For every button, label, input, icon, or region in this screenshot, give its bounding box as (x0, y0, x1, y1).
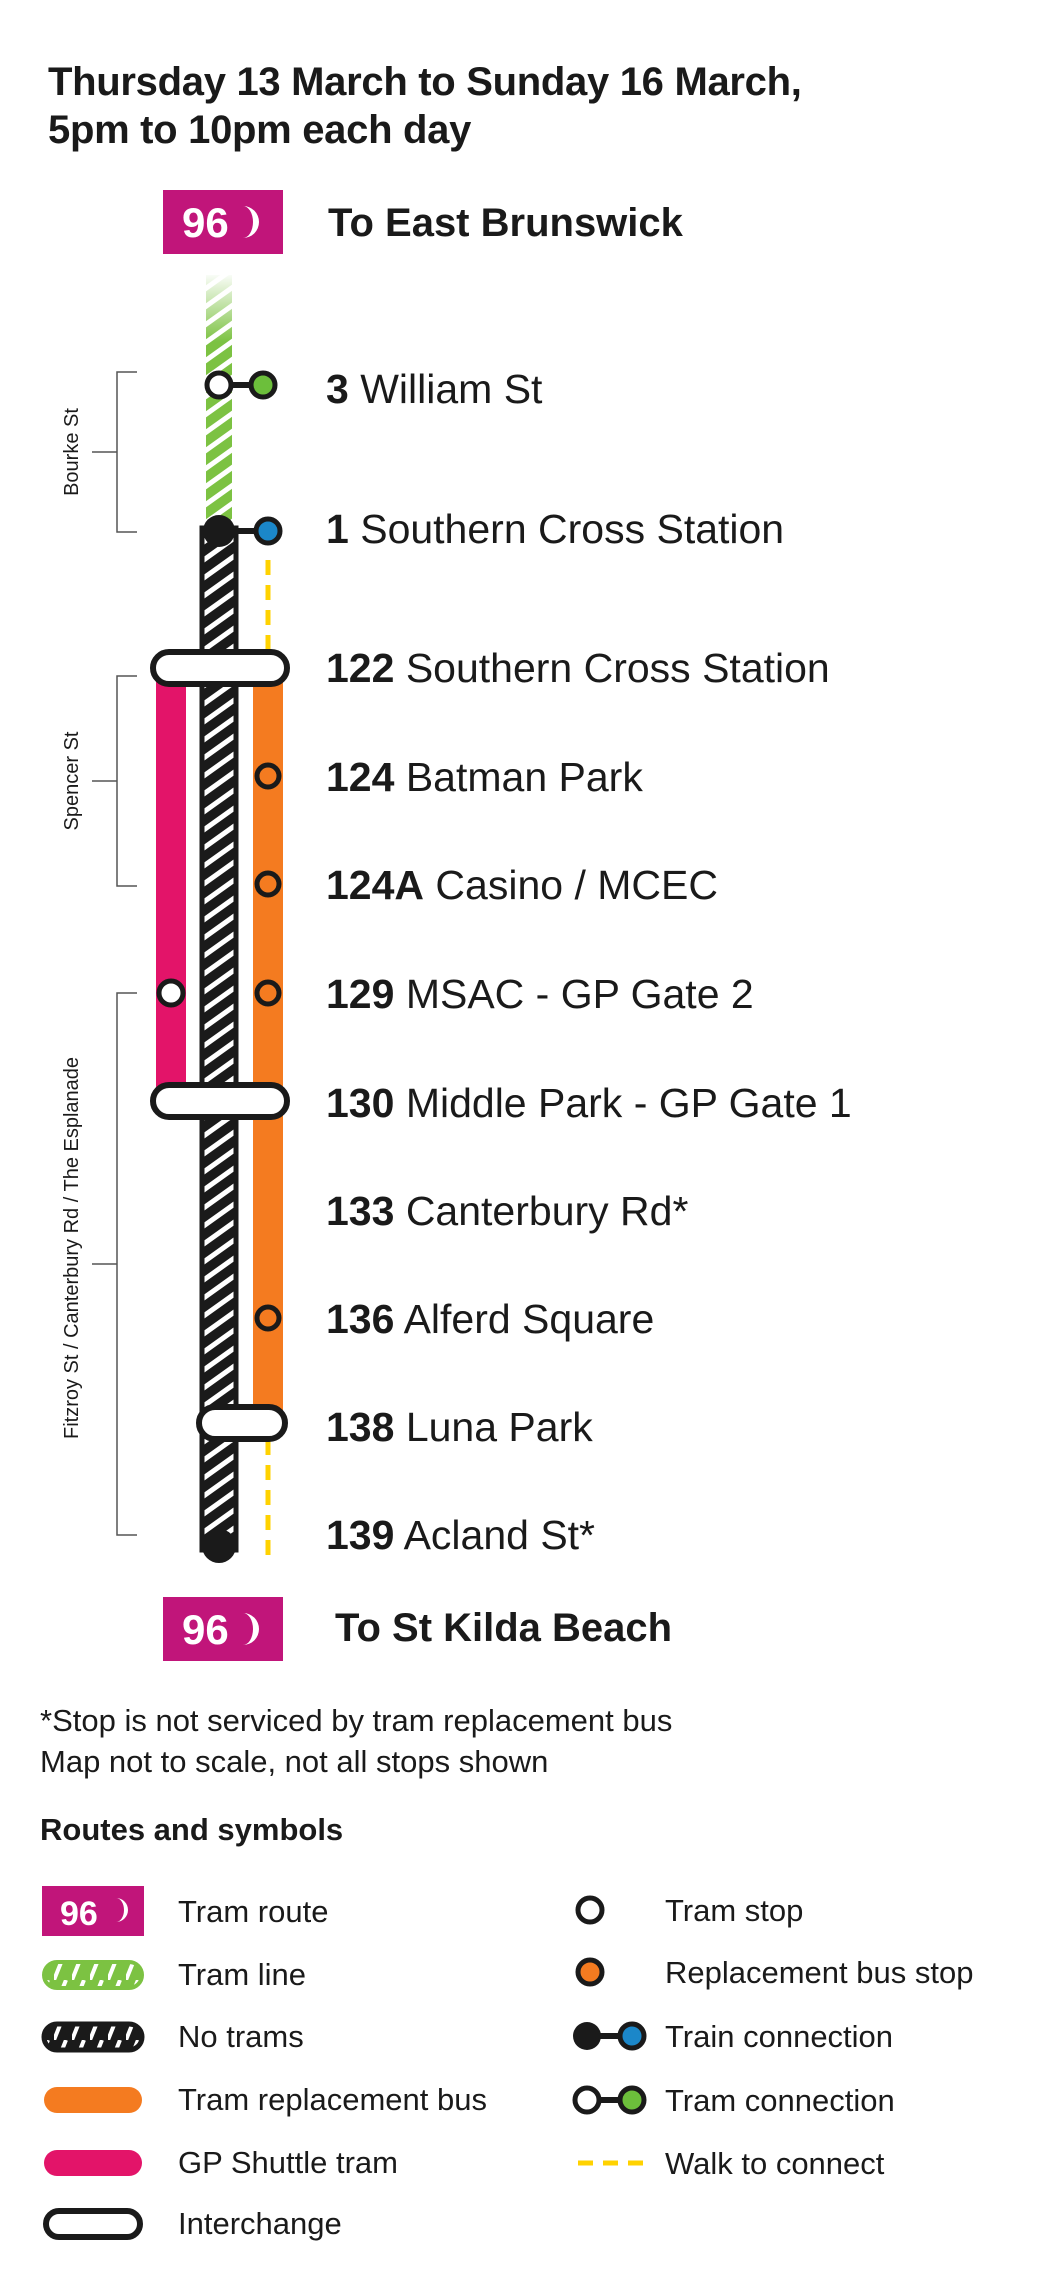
route-badge-top: 96 (163, 190, 283, 254)
stop-label: 139 Acland St* (326, 1512, 595, 1558)
gp-shuttle-line (156, 680, 186, 1100)
tram-connection (204, 370, 278, 400)
legend-label: Walk to connect (665, 2146, 885, 2181)
stop-label: 133 Canterbury Rd* (326, 1188, 688, 1234)
legend-title: Routes and symbols (40, 1812, 344, 1847)
heading-line-2: 5pm to 10pm each day (48, 108, 472, 152)
stop-name: Southern Cross Station (360, 506, 784, 552)
heading-line-1: Thursday 13 March to Sunday 16 March, (48, 60, 802, 104)
bus-stop-124a (254, 870, 282, 898)
interchange-130 (150, 1082, 290, 1120)
street-bracket-fitzroy (92, 992, 137, 1536)
tram-stop-129-shuttle (156, 978, 186, 1008)
train-connection (203, 515, 283, 547)
legend-tram-route: 96 Tram route (42, 1886, 328, 1936)
stop-number: 124A (326, 862, 424, 908)
moon-icon (116, 1898, 128, 1922)
route-number-top: 96 (182, 199, 229, 246)
bus-stop-129 (254, 979, 282, 1007)
street-label-fitzroy: Fitzroy St / Canterbury Rd / The Esplana… (61, 1057, 83, 1439)
street-bracket-bourke (92, 371, 137, 533)
stop-number: 138 (326, 1404, 394, 1450)
destination-north: To East Brunswick (328, 201, 684, 245)
stop-name: William St (360, 366, 543, 412)
stop-label: 130 Middle Park - GP Gate 1 (326, 1080, 852, 1126)
legend-gp-shuttle: GP Shuttle tram (44, 2145, 398, 2180)
stop-number: 130 (326, 1080, 394, 1126)
footnote-line-1: *Stop is not serviced by tram replacemen… (40, 1703, 673, 1738)
stop-name: Canterbury Rd* (406, 1188, 689, 1234)
stop-list: 3 William St 1 Southern Cross Station 12… (326, 366, 852, 1558)
legend: 96 Tram route Tram line No trams Tram re… (41, 1886, 973, 2241)
replacement-bus-line (253, 680, 283, 1422)
stop-number: 1 (326, 506, 349, 552)
street-label-bourke: Bourke St (61, 408, 83, 496)
interchange-122 (150, 649, 290, 687)
legend-bus-stop: Replacement bus stop (575, 1955, 973, 1990)
stop-label: 129 MSAC - GP Gate 2 (326, 971, 754, 1017)
legend-label: Tram line (178, 1957, 306, 1992)
legend-walk: Walk to connect (578, 2146, 885, 2181)
stop-name: Alferd Square (404, 1296, 655, 1342)
stop-name: Southern Cross Station (406, 645, 830, 691)
stop-number: 133 (326, 1188, 394, 1234)
stop-name: Middle Park - GP Gate 1 (406, 1080, 852, 1126)
footnote: *Stop is not serviced by tram replacemen… (40, 1700, 672, 1782)
stop-number: 139 (326, 1512, 394, 1558)
legend-label: Interchange (178, 2206, 342, 2241)
legend-no-trams: No trams (41, 2019, 304, 2054)
stop-name: Luna Park (406, 1404, 593, 1450)
bus-stop-136 (254, 1304, 282, 1332)
legend-label: Tram stop (665, 1893, 803, 1928)
legend-route-number: 96 (60, 1895, 98, 1933)
stop-label: 136 Alferd Square (326, 1296, 654, 1342)
legend-tram-stop: Tram stop (575, 1893, 803, 1928)
legend-label: Train connection (665, 2019, 893, 2054)
stop-label: 124 Batman Park (326, 754, 643, 800)
legend-tram-line: Tram line (42, 1957, 306, 1992)
stop-number: 124 (326, 754, 395, 800)
street-bracket-spencer (92, 675, 137, 887)
legend-tram-connection: Tram connection (572, 2083, 895, 2118)
stop-number: 136 (326, 1296, 394, 1342)
page-heading: Thursday 13 March to Sunday 16 March, 5p… (48, 58, 802, 154)
stop-number: 122 (326, 645, 394, 691)
stop-label: 3 William St (326, 366, 543, 412)
interchange-138 (196, 1404, 288, 1442)
legend-label: Tram replacement bus (178, 2082, 487, 2117)
legend-label: GP Shuttle tram (178, 2145, 398, 2180)
legend-label: No trams (178, 2019, 304, 2054)
street-label-spencer: Spencer St (61, 731, 83, 830)
route-badge-bottom: 96 (163, 1597, 283, 1661)
stop-label: 1 Southern Cross Station (326, 506, 784, 552)
stop-label: 122 Southern Cross Station (326, 645, 830, 691)
legend-interchange: Interchange (43, 2206, 342, 2241)
footnote-line-2: Map not to scale, not all stops shown (40, 1744, 549, 1779)
legend-label: Tram connection (665, 2083, 895, 2118)
stop-name: Acland St* (404, 1512, 595, 1558)
moon-icon (243, 206, 259, 238)
stop-label: 124A Casino / MCEC (326, 862, 718, 908)
legend-label: Replacement bus stop (665, 1955, 973, 1990)
bus-stop-124 (254, 762, 282, 790)
destination-south: To St Kilda Beach (335, 1606, 672, 1650)
moon-icon (243, 1613, 259, 1645)
legend-replacement-bus: Tram replacement bus (44, 2082, 487, 2117)
legend-label: Tram route (178, 1894, 328, 1929)
route-number-bottom: 96 (182, 1606, 229, 1653)
tram-line-segment (204, 272, 234, 535)
stop-name: Batman Park (406, 754, 643, 800)
stop-name: Casino / MCEC (435, 862, 718, 908)
stop-label: 138 Luna Park (326, 1404, 593, 1450)
stop-name: MSAC - GP Gate 2 (406, 971, 754, 1017)
stop-number: 129 (326, 971, 394, 1017)
legend-train-connection: Train connection (573, 2019, 893, 2054)
stop-number: 3 (326, 366, 349, 412)
